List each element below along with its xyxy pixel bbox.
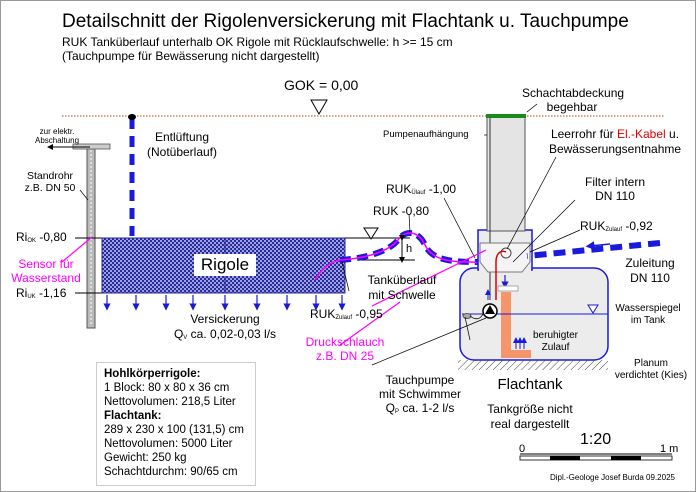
subtitle-line-2: (Tauchpumpe für Bewässerung nicht darges…: [62, 49, 320, 63]
specs-line: Schachtdurchm: 90/65 cm: [104, 466, 238, 478]
scale-bar: [519, 455, 673, 461]
gok-label: GOK = 0,00: [284, 77, 359, 93]
vent-label: Entlüftung(Notüberlauf): [146, 130, 218, 159]
ruk-080-label: RUK -0,80: [373, 204, 430, 218]
pressure-hose: [314, 232, 489, 316]
electric-shutoff-label: zur elektr.Abschaltung: [34, 127, 80, 145]
conduit-label: Leerrohr für El.-Kabel u.Bewässerungsent…: [548, 127, 682, 156]
specs-box: Hohlkörperrigole: 1 Block: 80 x 80 x 36 …: [96, 362, 256, 486]
author-credit: Dipl.-Geologe Josef Burda 09.2025: [550, 473, 675, 482]
power-cable: [495, 250, 507, 300]
water-level-marker-icon: [587, 304, 599, 314]
specs-tank-heading: Flachtank:: [104, 410, 162, 422]
manhole-shaft: [486, 115, 526, 232]
rigole-bottom-level: RiUK -1,16: [16, 286, 67, 300]
scale-one-meter: 1 m: [660, 443, 679, 455]
gok-marker-icon: [310, 99, 328, 116]
ruk-inlet-tank-level: RUKZulauf -0,92: [580, 219, 653, 233]
diagram-title: Detailschnitt der Rigolenversickerung mi…: [62, 11, 629, 32]
rigole-label: Rigole: [194, 254, 256, 276]
infiltration-arrows: [103, 295, 346, 311]
pump-suspension-label: Pumpenaufhängung: [383, 129, 469, 140]
filter-icon: [500, 247, 512, 259]
rigole-top-level: RiOK -0,80: [16, 230, 67, 244]
specs-line: Nettovolumen: 5000 Liter: [104, 438, 233, 450]
sensor-line: [61, 236, 93, 263]
specs-line: Nettovolumen: 218,5 Liter: [104, 396, 236, 408]
threshold-h-label: h: [406, 243, 413, 255]
scale-ratio: 1:20: [580, 431, 612, 448]
tank-start-marker-icon: [363, 227, 379, 240]
compacted-base: [458, 360, 608, 370]
specs-rigole-heading: Hohlkörperrigole:: [104, 368, 201, 380]
subtitle-line-1: RUK Tanküberlauf unterhalb OK Rigole mit…: [62, 35, 453, 49]
vent-cap: [128, 114, 136, 120]
manhole-cover: [486, 114, 526, 118]
float-switch: [462, 313, 472, 319]
ruk-inlet-rigole-level: RUKZulauf -0,95: [310, 307, 383, 321]
flat-tank-label: Flachtank: [497, 376, 563, 393]
scale-zero: 0: [519, 443, 526, 455]
ruk-overflow-level: RUKÜlauf -1,00: [386, 182, 457, 196]
calm-inflow-pipe: [501, 292, 531, 358]
specs-line: Gewicht: 250 kg: [104, 452, 187, 464]
specs-line: 1 Block: 80 x 80 x 36 cm: [104, 382, 230, 394]
specs-line: 289 x 230 x 100 (131,5) cm: [104, 424, 244, 436]
